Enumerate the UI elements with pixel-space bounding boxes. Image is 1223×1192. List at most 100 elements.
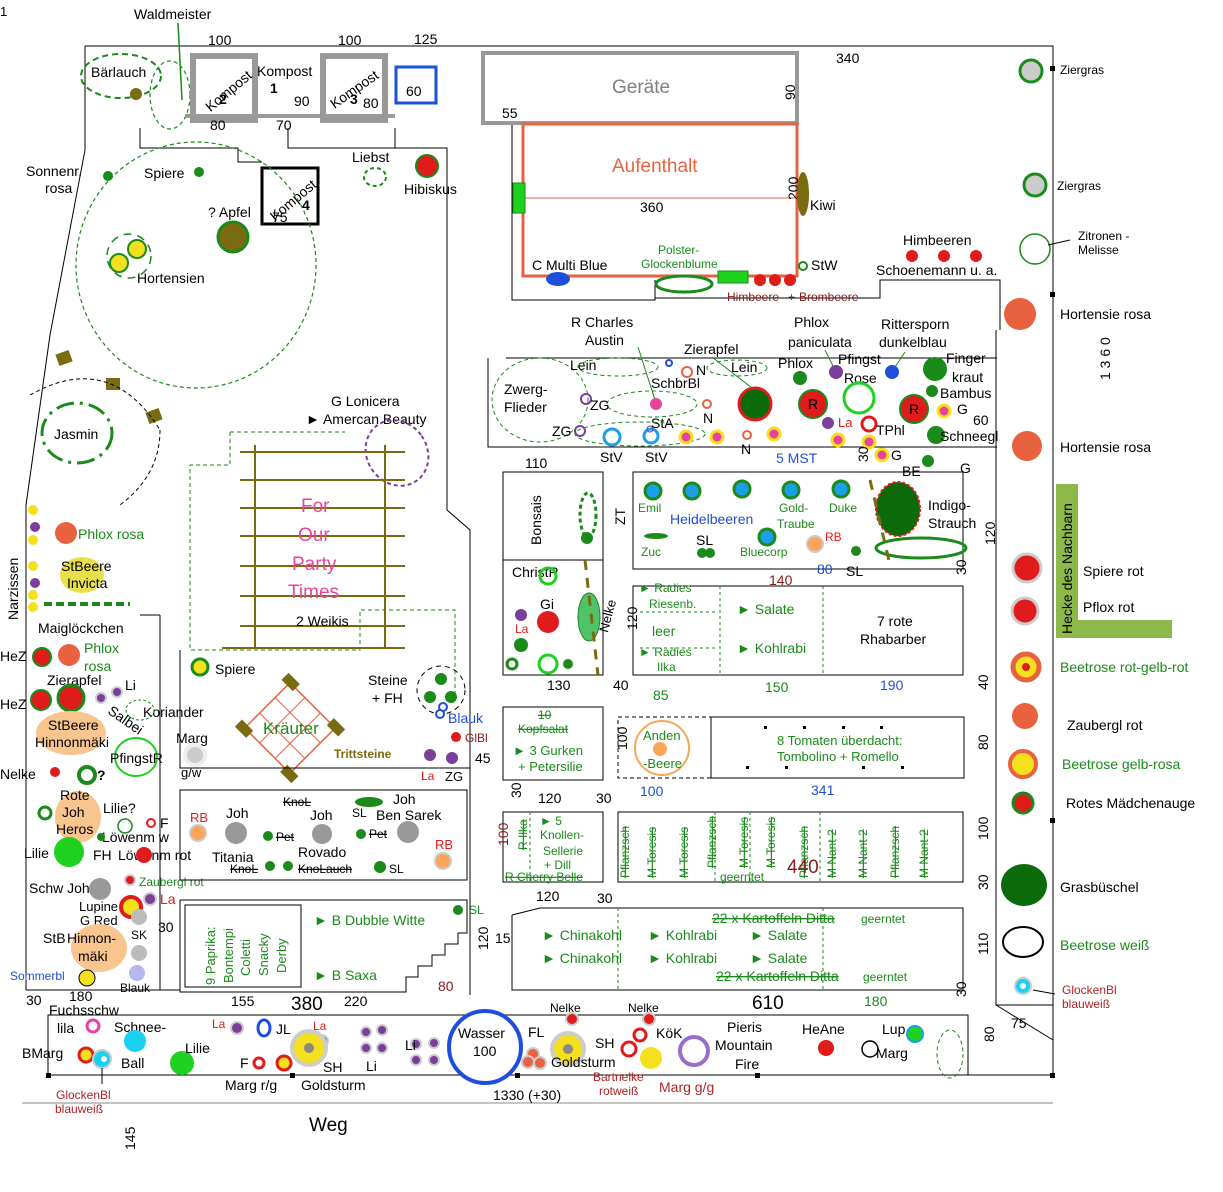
svg-text:Heros: Heros — [56, 821, 93, 837]
kompost-1-label: Kompost — [257, 63, 312, 79]
svg-text:ZG: ZG — [445, 769, 463, 784]
svg-text:120: 120 — [982, 521, 998, 545]
svg-text:Sonnenr.: Sonnenr. — [26, 163, 82, 179]
svg-text:Ben Sarek: Ben Sarek — [376, 807, 442, 823]
svg-text:geerntet: geerntet — [863, 970, 908, 984]
svg-text:StV: StV — [645, 449, 668, 465]
svg-text:Rovado: Rovado — [298, 844, 346, 860]
svg-text:+ FH: + FH — [372, 690, 403, 706]
svg-text:120: 120 — [538, 790, 562, 806]
svg-text:100: 100 — [473, 1043, 497, 1059]
legend-symbol-pflox-rot — [1010, 596, 1040, 626]
svg-text:Knollen-: Knollen- — [540, 828, 584, 842]
weg-label: Weg — [309, 1115, 348, 1136]
svg-text:Rose: Rose — [844, 370, 877, 386]
svg-text:10: 10 — [538, 708, 552, 722]
svg-text:Gi: Gi — [540, 596, 554, 612]
legend-label: Beetrose gelb-rosa — [1062, 756, 1181, 772]
svg-text:Hecke des Nachbarn: Hecke des Nachbarn — [1059, 503, 1075, 634]
svg-text:100: 100 — [614, 726, 630, 750]
svg-text:85: 85 — [653, 687, 669, 703]
svg-text:Marg: Marg — [176, 730, 208, 746]
svg-text:120: 120 — [624, 606, 640, 630]
svg-text:? Apfel: ? Apfel — [208, 204, 251, 220]
svg-text:15: 15 — [495, 930, 511, 946]
svg-text:80: 80 — [210, 117, 226, 133]
svg-text:100: 100 — [495, 822, 511, 846]
svg-text:Riesenb.: Riesenb. — [649, 597, 696, 611]
legend-label: Pflox rot — [1083, 599, 1134, 615]
svg-text:Löwenm rot: Löwenm rot — [118, 847, 191, 863]
svg-text:Schneegl: Schneegl — [940, 428, 998, 444]
svg-text:Pflanzsch: Pflanzsch — [618, 826, 632, 878]
svg-text:KnoL: KnoL — [283, 795, 311, 809]
svg-text:► Amercan Beauty: ► Amercan Beauty — [306, 411, 426, 427]
svg-text:80: 80 — [975, 734, 991, 750]
middle-beds: Bonsais ZT ChristR Gi La Nelke 130 40 Em… — [502, 471, 998, 703]
baerlauch-bed — [80, 53, 162, 99]
svg-text:40: 40 — [613, 677, 629, 693]
svg-text:180: 180 — [69, 988, 93, 1004]
svg-text:► Kohlrabi: ► Kohlrabi — [648, 950, 717, 966]
svg-text:120: 120 — [536, 888, 560, 904]
svg-text:SL: SL — [696, 532, 713, 548]
svg-text:75: 75 — [1011, 1015, 1027, 1031]
svg-text:Pflanzsch: Pflanzsch — [705, 816, 719, 868]
svg-text:130: 130 — [547, 677, 571, 693]
svg-text:HeZ: HeZ — [0, 696, 27, 712]
svg-text:1: 1 — [270, 80, 278, 96]
svg-text:Joh: Joh — [393, 791, 416, 807]
svg-text:75: 75 — [272, 209, 288, 225]
svg-text:Flieder: Flieder — [504, 399, 547, 415]
svg-text:For: For — [301, 496, 330, 517]
svg-text:paniculata: paniculata — [788, 334, 852, 350]
svg-text:Löwenm w: Löwenm w — [102, 829, 170, 845]
svg-text:+ Petersilie: + Petersilie — [518, 759, 583, 774]
svg-text:Lein: Lein — [731, 359, 757, 375]
legend-symbol-hortensie-2 — [1012, 431, 1042, 461]
svg-text:Hortensien: Hortensien — [137, 270, 205, 286]
svg-text:+ Dill: + Dill — [544, 858, 571, 872]
svg-text:Himbeere: Himbeere — [727, 290, 779, 304]
legend-label: Spiere rot — [1083, 563, 1144, 579]
svg-text:3: 3 — [350, 91, 358, 107]
svg-text:Lupine: Lupine — [79, 899, 118, 914]
svg-text:Bonsais: Bonsais — [528, 495, 544, 545]
svg-text:G Red: G Red — [80, 913, 118, 928]
svg-text:Tombolino + Romello: Tombolino + Romello — [777, 749, 899, 764]
svg-text:30: 30 — [597, 890, 613, 906]
svg-text:SchbrBl: SchbrBl — [651, 375, 700, 391]
svg-text:La: La — [212, 1017, 226, 1031]
svg-text:110: 110 — [975, 932, 991, 955]
baerlauch-label: Bärlauch — [91, 64, 146, 80]
legend-label: Hortensie rosa — [1060, 439, 1151, 455]
svg-text:125: 125 — [414, 31, 438, 47]
svg-text:380: 380 — [291, 994, 323, 1015]
svg-text:70: 70 — [276, 117, 292, 133]
svg-text:5 MST: 5 MST — [776, 450, 818, 466]
svg-text:100: 100 — [640, 783, 664, 799]
svg-text:ZG: ZG — [590, 397, 609, 413]
legend-symbol-beetrose-gr — [1008, 749, 1038, 779]
svg-text:Phlox: Phlox — [778, 355, 813, 371]
svg-text:Nelke: Nelke — [550, 1001, 581, 1015]
svg-text:Polster-: Polster- — [658, 243, 699, 257]
svg-text:StW: StW — [811, 257, 838, 273]
svg-text:G: G — [957, 401, 968, 417]
svg-text:SL: SL — [352, 806, 367, 820]
svg-text:► Kohlrabi: ► Kohlrabi — [737, 640, 806, 656]
svg-text:Gold-: Gold- — [779, 501, 808, 515]
svg-text:Lup: Lup — [882, 1021, 906, 1037]
svg-text:Kompost: Kompost — [202, 67, 255, 115]
svg-text:Pflanzsch: Pflanzsch — [797, 826, 811, 878]
svg-text:mäki: mäki — [78, 948, 108, 964]
svg-text:200: 200 — [785, 176, 801, 200]
svg-text:KnoLauch: KnoLauch — [298, 862, 352, 876]
legend-symbol-grasbueschel — [1001, 864, 1047, 906]
svg-text:100: 100 — [975, 816, 991, 840]
svg-text:Lilie: Lilie — [24, 845, 49, 861]
box-60 — [394, 65, 438, 105]
svg-text:Himbeeren: Himbeeren — [903, 232, 971, 248]
svg-text:Marg g/g: Marg g/g — [659, 1079, 714, 1095]
